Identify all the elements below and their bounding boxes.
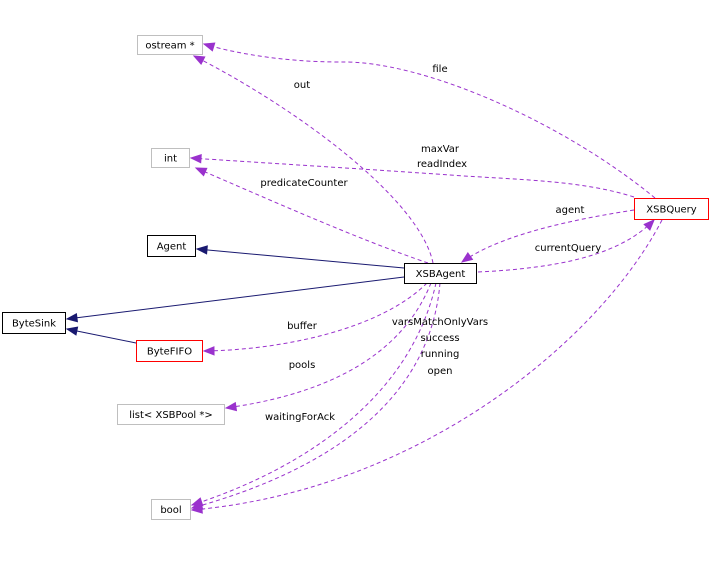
edge-line xyxy=(193,55,434,264)
edge-label-boolvars-1: success xyxy=(420,333,459,344)
node-box[interactable] xyxy=(117,404,225,425)
node-xsbagent[interactable]: XSBAgent xyxy=(404,263,477,284)
node-int[interactable]: int xyxy=(151,148,190,168)
arrowhead xyxy=(194,167,208,177)
edge-label-waitingforack: waitingForAck xyxy=(265,412,335,423)
edge-line xyxy=(203,282,428,352)
edge-label-agent-ref: agent xyxy=(556,205,585,216)
edge-agent-inherit xyxy=(195,245,405,269)
edge-line xyxy=(190,157,635,198)
node-box[interactable] xyxy=(2,312,66,334)
node-box[interactable] xyxy=(147,235,196,257)
arrowhead xyxy=(195,245,208,255)
edge-label-maxvar-0: maxVar xyxy=(421,144,460,155)
edge-line xyxy=(477,219,655,273)
node-label: Agent xyxy=(157,242,187,253)
node-label: ostream * xyxy=(145,41,194,52)
edge-label-buffer: buffer xyxy=(287,321,318,332)
arrowhead xyxy=(643,219,655,231)
edge-file xyxy=(202,42,656,199)
edge-line xyxy=(191,219,663,511)
arrowhead xyxy=(460,252,474,263)
arrowhead xyxy=(65,326,79,336)
edge-label-predicatecounter: predicateCounter xyxy=(260,178,348,189)
edge-label-file: file xyxy=(432,64,447,75)
edge-bytesink-inherit-fifo xyxy=(65,326,137,344)
edge-line xyxy=(191,282,441,509)
arrowhead xyxy=(224,401,238,412)
node-box[interactable] xyxy=(151,499,191,520)
node-label: int xyxy=(164,154,177,165)
node-label: bool xyxy=(160,505,181,516)
edge-line xyxy=(461,209,635,263)
edge-maxvar xyxy=(189,153,635,198)
node-box[interactable] xyxy=(136,340,203,362)
edge-label-maxvar-1: readIndex xyxy=(417,159,467,170)
node-list[interactable]: list< XSBPool *> xyxy=(117,404,225,425)
node-box[interactable] xyxy=(137,35,203,55)
node-ostream[interactable]: ostream * xyxy=(137,35,203,55)
node-bytesink[interactable]: ByteSink xyxy=(2,312,66,334)
edge-label-currentquery: currentQuery xyxy=(535,243,602,254)
edges-layer xyxy=(65,42,663,514)
node-label: ByteFIFO xyxy=(147,347,192,358)
node-box[interactable] xyxy=(151,148,190,168)
arrowhead xyxy=(192,55,206,65)
arrowhead xyxy=(189,153,202,164)
edge-line xyxy=(66,276,405,320)
edge-label-boolvars-0: varsMatchOnlyVars xyxy=(392,317,488,328)
node-xsbquery[interactable]: XSBQuery xyxy=(634,198,709,220)
arrowhead xyxy=(202,346,215,356)
edge-currentquery xyxy=(477,219,655,273)
edge-label-pools: pools xyxy=(289,360,316,371)
edge-line xyxy=(195,167,429,264)
edge-label-boolvars-3: open xyxy=(428,366,453,377)
edge-agent-ref xyxy=(460,209,635,263)
node-box[interactable] xyxy=(404,263,477,284)
edge-line xyxy=(66,328,137,344)
node-label: XSBQuery xyxy=(646,205,697,216)
edge-bytesink-inherit-xsb xyxy=(65,276,405,323)
edge-line xyxy=(196,248,405,269)
edge-line xyxy=(191,282,437,506)
arrowhead xyxy=(190,504,203,514)
edge-line xyxy=(203,43,656,199)
edge-pools xyxy=(224,282,432,412)
edge-line xyxy=(225,282,432,409)
edge-predicatecounter xyxy=(194,167,429,264)
arrowhead xyxy=(65,312,79,323)
node-label: ByteSink xyxy=(12,319,56,330)
node-label: XSBAgent xyxy=(416,269,466,280)
node-agent[interactable]: Agent xyxy=(147,235,196,257)
edge-label-boolvars-2: running xyxy=(421,349,460,360)
edge-labels-layer: file out maxVar readIndex predicateCounter ag… xyxy=(260,64,601,423)
edge-label-out: out xyxy=(294,80,310,91)
edge-bool-query xyxy=(190,219,663,514)
node-bool[interactable]: bool xyxy=(151,499,191,520)
node-bytefifo[interactable]: ByteFIFO xyxy=(136,340,203,362)
arrowhead xyxy=(202,42,216,52)
edge-out xyxy=(192,55,434,264)
edge-buffer xyxy=(202,282,428,356)
node-label: list< XSBPool *> xyxy=(129,410,213,421)
